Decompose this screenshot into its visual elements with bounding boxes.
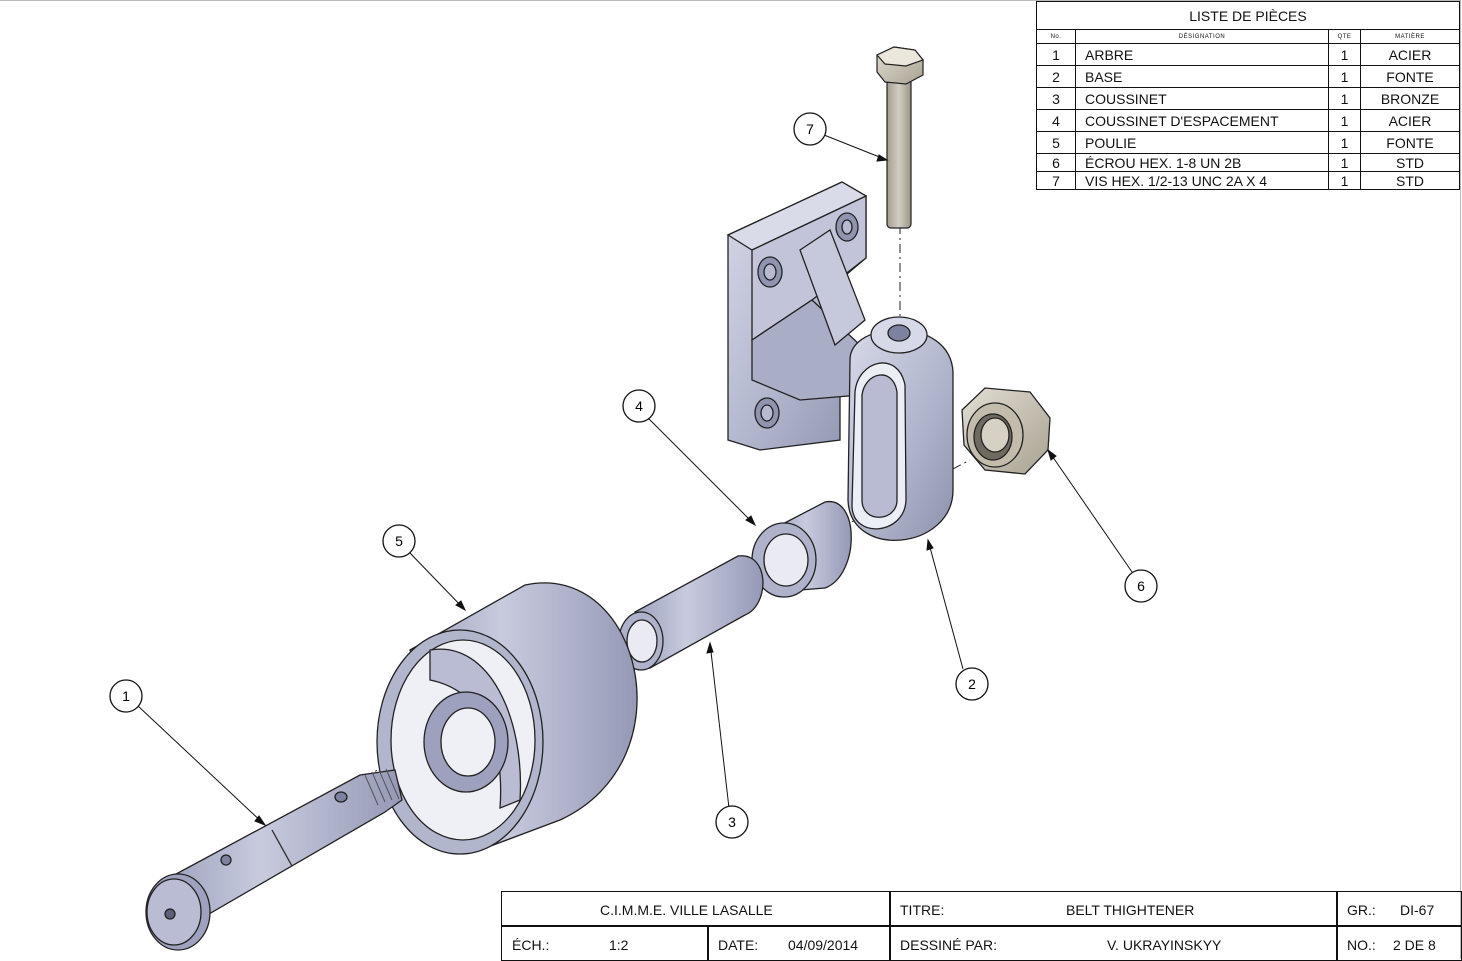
cell-designation: ÉCROU HEX. 1-8 UN 2B	[1075, 153, 1329, 172]
cell-matiere: FONTE	[1360, 131, 1460, 154]
titre-label: TITRE:	[900, 902, 945, 918]
balloon-2: 2	[955, 667, 989, 701]
ech-value: 1:2	[609, 937, 629, 953]
cell-no: 1	[1036, 43, 1076, 66]
cell-no: 2	[1036, 65, 1076, 88]
svg-text:3: 3	[728, 814, 736, 830]
parts-list-title: LISTE DE PIÈCES	[1036, 1, 1460, 30]
balloon-1: 1	[109, 679, 143, 713]
dessine-cell: DESSINÉ PAR: V. UKRAYINSKYY	[889, 925, 1338, 961]
ech-cell: ÉCH.: 1:2	[501, 925, 709, 961]
cell-no: 3	[1036, 87, 1076, 110]
cell-qte: 1	[1328, 65, 1361, 88]
date-label: DATE:	[718, 937, 759, 953]
svg-text:5: 5	[395, 533, 403, 549]
balloon-7: 7	[793, 112, 827, 146]
part-shaft	[145, 768, 403, 951]
table-row: 6 ÉCROU HEX. 1-8 UN 2B 1 STD	[1036, 153, 1460, 172]
svg-text:2: 2	[968, 676, 976, 692]
leader-lines	[137, 134, 1133, 827]
cell-matiere: STD	[1360, 153, 1460, 172]
dessine-label: DESSINÉ PAR:	[900, 937, 997, 953]
cell-qte: 1	[1328, 153, 1361, 172]
gr-value: DI-67	[1400, 902, 1435, 918]
table-row: 4 COUSSINET D'ESPACEMENT 1 ACIER	[1036, 109, 1460, 132]
cell-qte: 1	[1328, 87, 1361, 110]
drawing-title: BELT THIGHTENER	[1066, 902, 1195, 918]
balloon-5: 5	[382, 524, 416, 558]
table-row: 7 VIS HEX. 1/2-13 UNC 2A X 4 1 STD	[1036, 171, 1460, 190]
ech-label: ÉCH.:	[512, 937, 550, 953]
part-bolt	[876, 46, 924, 229]
cell-no: 6	[1036, 153, 1076, 172]
cell-designation: ARBRE	[1075, 43, 1329, 66]
cell-designation: VIS HEX. 1/2-13 UNC 2A X 4	[1075, 171, 1329, 190]
cell-matiere: FONTE	[1360, 65, 1460, 88]
balloon-6: 6	[1124, 569, 1158, 603]
cell-qte: 1	[1328, 43, 1361, 66]
part-hex-nut	[961, 387, 1051, 475]
svg-text:1: 1	[122, 688, 130, 704]
cell-no: 7	[1036, 171, 1076, 190]
sheet-no-value: 2 DE 8	[1393, 937, 1436, 953]
sheet-no-cell: NO.: 2 DE 8	[1336, 925, 1462, 961]
date-cell: DATE: 04/09/2014	[707, 925, 891, 961]
part-base	[726, 181, 954, 541]
school-cell: C.I.M.M.E. VILLE LASALLE	[501, 891, 891, 927]
balloon-3: 3	[715, 805, 749, 839]
school-name: C.I.M.M.E. VILLE LASALLE	[600, 902, 773, 918]
cell-designation: BASE	[1075, 65, 1329, 88]
cell-matiere: STD	[1360, 171, 1460, 190]
part-bushing	[618, 555, 764, 671]
cell-matiere: ACIER	[1360, 43, 1460, 66]
gr-label: GR.:	[1347, 902, 1376, 918]
part-pulley	[376, 582, 638, 855]
table-row: 1 ARBRE 1 ACIER	[1036, 43, 1460, 66]
header-qte: QTE	[1328, 29, 1361, 44]
cell-qte: 1	[1328, 131, 1361, 154]
header-no: No.	[1036, 29, 1076, 44]
cell-qte: 1	[1328, 109, 1361, 132]
table-row: 5 POULIE 1 FONTE	[1036, 131, 1460, 154]
cell-designation: COUSSINET	[1075, 87, 1329, 110]
cell-matiere: BRONZE	[1360, 87, 1460, 110]
cell-no: 5	[1036, 131, 1076, 154]
dessine-value: V. UKRAYINSKYY	[1107, 937, 1222, 953]
svg-text:7: 7	[806, 121, 814, 137]
title-block: C.I.M.M.E. VILLE LASALLE TITRE: BELT THI…	[501, 891, 1462, 961]
sheet-no-label: NO.:	[1347, 937, 1376, 953]
parts-list-table: LISTE DE PIÈCES No. DÉSIGNATION QTE MATI…	[1036, 1, 1460, 190]
svg-text:6: 6	[1137, 578, 1145, 594]
balloon-4: 4	[622, 389, 656, 423]
titre-cell: TITRE: BELT THIGHTENER	[889, 891, 1338, 927]
cell-designation: POULIE	[1075, 131, 1329, 154]
gr-cell: GR.: DI-67	[1336, 891, 1462, 927]
header-matiere: MATIÈRE	[1360, 29, 1460, 44]
table-row: 2 BASE 1 FONTE	[1036, 65, 1460, 88]
cell-matiere: ACIER	[1360, 109, 1460, 132]
part-spacer	[751, 501, 852, 598]
cell-no: 4	[1036, 109, 1076, 132]
header-designation: DÉSIGNATION	[1075, 29, 1329, 44]
cell-qte: 1	[1328, 171, 1361, 190]
table-row: 3 COUSSINET 1 BRONZE	[1036, 87, 1460, 110]
date-value: 04/09/2014	[788, 937, 859, 953]
cell-designation: COUSSINET D'ESPACEMENT	[1075, 109, 1329, 132]
svg-text:4: 4	[635, 398, 643, 414]
